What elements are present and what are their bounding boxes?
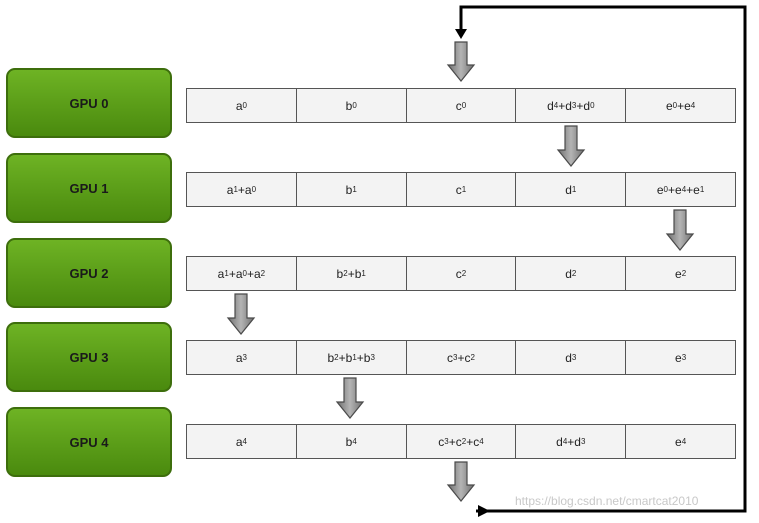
down-arrow-d-gpu0-gpu1 (556, 125, 586, 167)
gpu-0-box: GPU 0 (6, 68, 172, 138)
gpu-1-box: GPU 1 (6, 153, 172, 223)
down-arrow-a-gpu2-gpu3 (226, 293, 256, 335)
ring-top-arrowhead (455, 29, 467, 39)
gpu-3-label: GPU 3 (69, 349, 109, 365)
gpu-1-label: GPU 1 (69, 180, 109, 196)
ring-bottom-arrowhead (478, 505, 490, 517)
down-arrow-c-gpu0 (446, 41, 476, 82)
gpu-4-box: GPU 4 (6, 407, 172, 477)
down-arrow-b-gpu3-gpu4 (335, 377, 365, 419)
gpu-4-label: GPU 4 (69, 434, 109, 450)
gpu-2-box: GPU 2 (6, 238, 172, 308)
ring-feedback-line (459, 5, 747, 513)
watermark-text: https://blog.csdn.net/cmartcat2010 (515, 494, 699, 508)
down-arrow-e-gpu1-gpu2 (665, 209, 695, 251)
gpu-2-label: GPU 2 (69, 265, 109, 281)
down-arrow-c-gpu4-out (446, 461, 476, 502)
gpu-0-label: GPU 0 (69, 95, 109, 111)
gpu-3-box: GPU 3 (6, 322, 172, 392)
